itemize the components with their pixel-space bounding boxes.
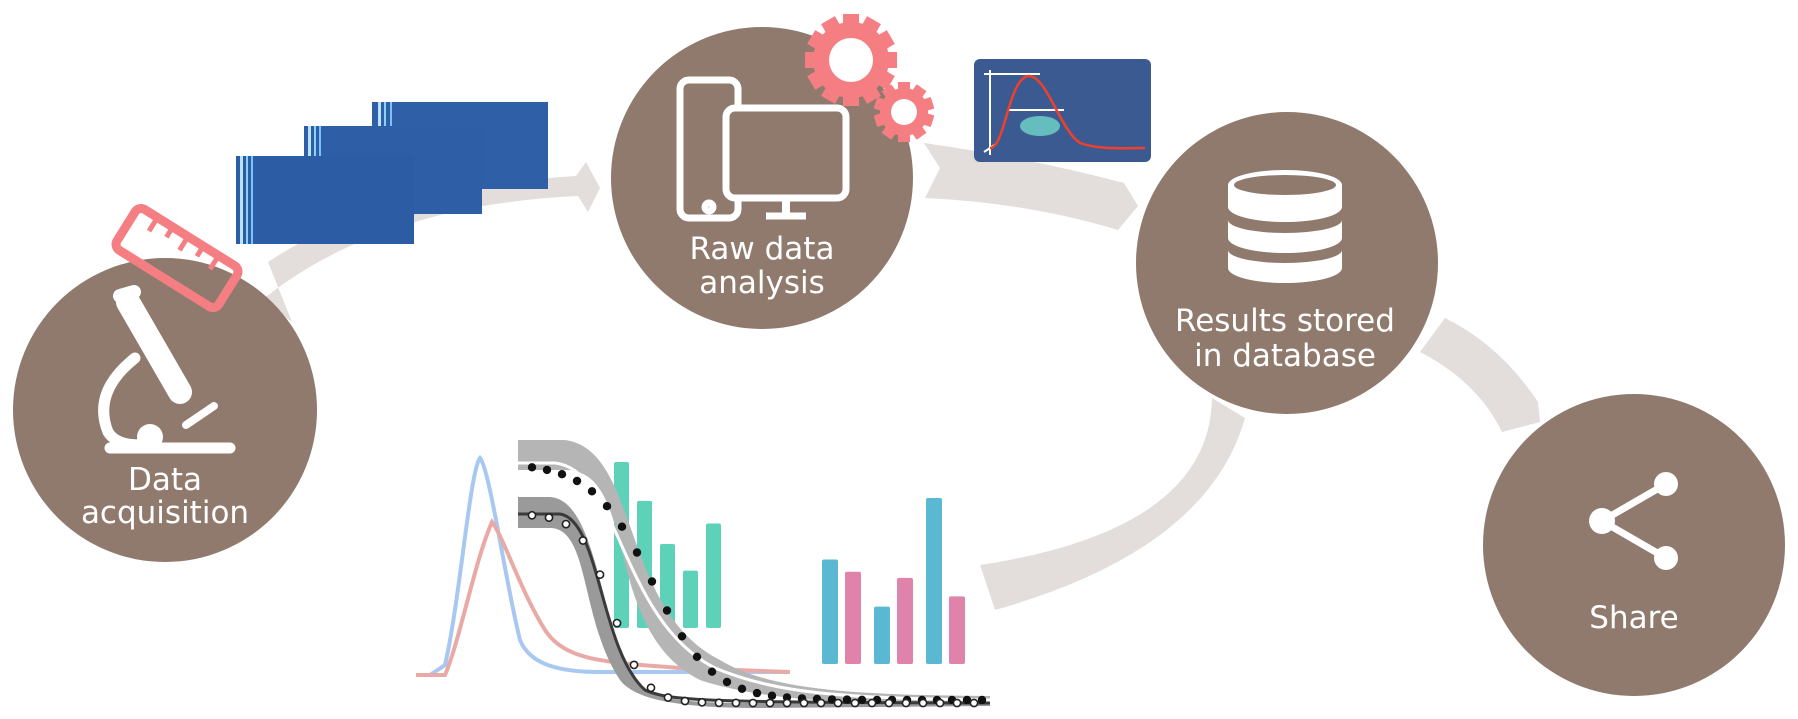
point-lower	[935, 698, 945, 708]
point-upper	[722, 677, 732, 687]
point-lower	[561, 519, 571, 529]
point-lower	[731, 698, 741, 708]
bar-teal	[683, 570, 698, 628]
point-lower	[595, 570, 605, 579]
point-lower	[952, 698, 962, 708]
node-label-line-2: in database	[1194, 338, 1376, 374]
point-lower	[612, 618, 622, 628]
point-lower	[901, 698, 911, 708]
results-collage	[416, 440, 991, 708]
point-upper	[572, 476, 582, 486]
point-upper	[842, 695, 852, 704]
arrow-database-to-results	[980, 398, 1245, 610]
devices-icon	[676, 76, 850, 222]
point-lower	[527, 510, 537, 520]
database-icon	[1228, 170, 1342, 283]
sigmoid-curves	[518, 440, 991, 708]
bar-teal	[706, 523, 721, 628]
point-lower	[544, 513, 554, 522]
node-label-line-1: Share	[1589, 600, 1678, 636]
point-lower	[646, 683, 656, 693]
node-raw-data-analysis: Raw data analysis	[611, 27, 913, 329]
curve-blue	[428, 454, 790, 677]
point-lower	[867, 698, 877, 708]
node-label-line-1: Results stored	[1175, 303, 1395, 339]
sigmoid-line-lower	[518, 512, 991, 705]
arrow-database-to-share	[1420, 318, 1540, 432]
point-lower	[629, 660, 639, 670]
point-lower	[884, 698, 894, 708]
sigmoid-points-upper	[527, 463, 987, 705]
ruler-icon	[111, 203, 243, 313]
point-upper	[752, 688, 762, 698]
point-lower	[833, 698, 843, 708]
bars-paired	[822, 498, 965, 664]
point-lower	[850, 698, 860, 708]
microscope-icon	[98, 285, 236, 454]
bar-blue	[822, 559, 838, 664]
bar-pink	[897, 577, 913, 664]
node-label-line-1: Data	[128, 462, 202, 498]
point-lower	[782, 698, 792, 708]
node-share: Share	[1483, 394, 1785, 696]
fit-thumbnail	[974, 59, 1151, 162]
sigmoid-points-lower	[527, 510, 979, 708]
point-upper	[542, 465, 552, 475]
point-upper	[977, 695, 987, 705]
point-lower	[663, 693, 673, 702]
point-lower	[816, 698, 826, 708]
bar-pink	[845, 571, 861, 664]
point-upper	[617, 522, 627, 531]
point-upper	[857, 695, 867, 704]
bar-pink	[949, 596, 965, 664]
bar-blue	[926, 498, 942, 664]
point-lower	[697, 697, 707, 707]
point-upper	[587, 487, 597, 496]
point-lower	[918, 698, 928, 708]
gear-small	[873, 82, 935, 142]
bar-blue	[874, 606, 890, 664]
point-upper	[677, 632, 687, 641]
arrow-analysis-to-database	[924, 143, 1138, 230]
distribution-curves	[416, 454, 791, 677]
spectrum-image	[236, 156, 414, 244]
node-label-line-2: analysis	[699, 265, 825, 301]
point-lower	[714, 698, 724, 708]
node-label-line-2: acquisition	[81, 495, 249, 531]
point-upper	[737, 684, 747, 693]
node-label-line-1: Raw data	[690, 231, 835, 267]
point-upper	[707, 667, 717, 676]
point-lower	[765, 698, 775, 708]
point-upper	[557, 470, 567, 479]
point-upper	[692, 652, 702, 661]
point-upper	[767, 691, 777, 700]
gear-large	[805, 14, 897, 106]
point-lower	[578, 536, 588, 545]
gears-icon	[805, 14, 935, 142]
point-lower	[799, 698, 809, 708]
point-lower	[969, 698, 979, 708]
point-lower	[680, 696, 690, 706]
node-data-acquisition: Data acquisition	[13, 258, 317, 562]
curve-red	[416, 518, 791, 677]
point-lower	[748, 698, 758, 708]
spectra-images	[236, 102, 548, 244]
sigmoid-band-lower	[518, 497, 990, 708]
point-upper	[527, 463, 537, 472]
share-icon	[1589, 472, 1678, 570]
node-circle	[1483, 394, 1785, 696]
point-upper	[962, 695, 972, 705]
node-circle	[13, 258, 317, 562]
node-results-database: Results stored in database	[1136, 112, 1438, 414]
point-upper	[647, 577, 657, 586]
point-upper	[662, 606, 672, 615]
point-upper	[632, 548, 642, 557]
point-upper	[602, 502, 612, 511]
